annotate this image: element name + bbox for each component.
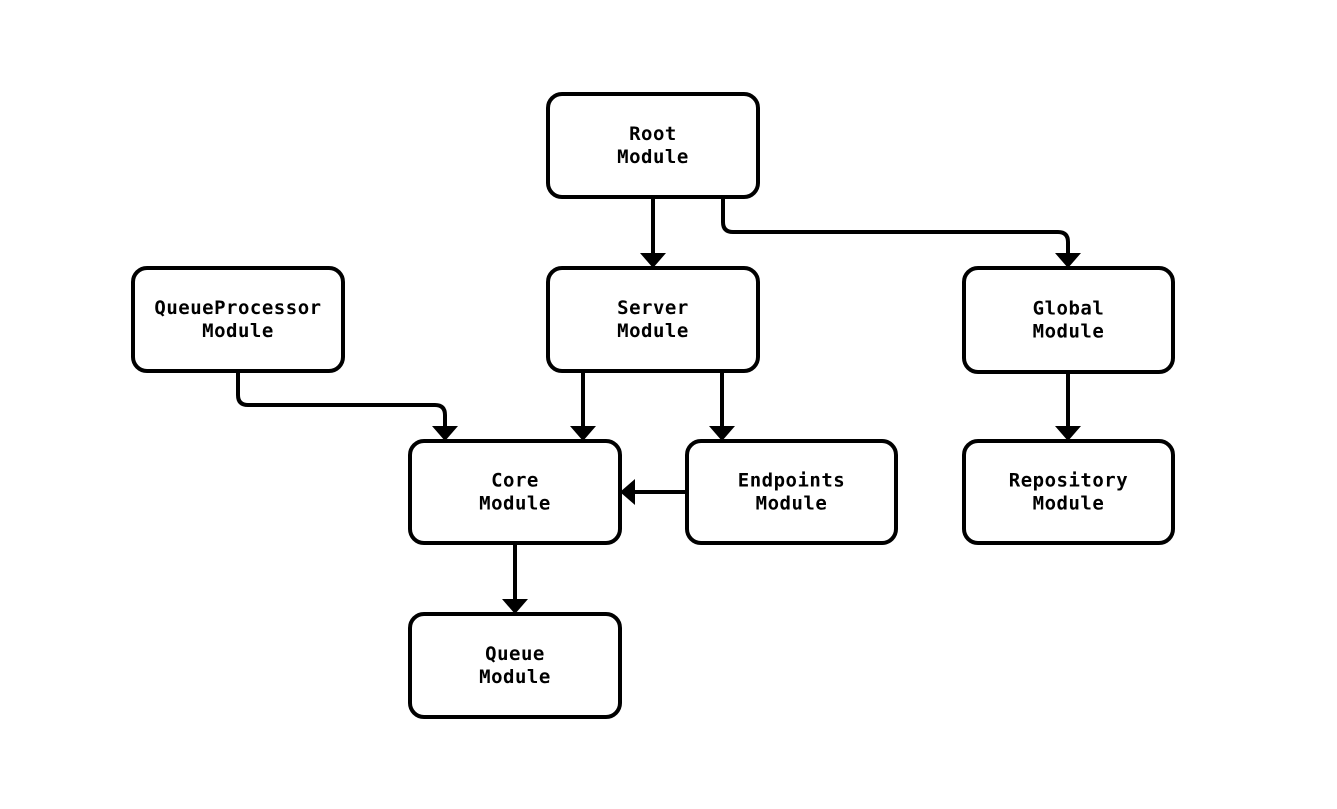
edge-root-to-server [640, 197, 666, 268]
arrowhead-icon [620, 479, 635, 505]
node-label-line1: Repository [1009, 470, 1128, 492]
edge-queueprocessor-to-core [236, 371, 458, 441]
node-label-line2: Module [1033, 321, 1105, 343]
node-label-line1: Root [629, 123, 677, 145]
edge-root-to-global [721, 197, 1081, 268]
arrowhead-icon [1055, 426, 1081, 441]
node-label-line2: Module [756, 493, 828, 515]
node-box[interactable] [546, 92, 760, 199]
edge-endpoints-to-core [620, 479, 687, 505]
arrowhead-icon [570, 426, 596, 441]
edge-server-to-core [570, 371, 596, 441]
node-label-line1: Core [491, 470, 539, 492]
edge-line [721, 197, 1070, 254]
arrowhead-icon [502, 599, 528, 614]
edge-global-to-repository [1055, 372, 1081, 441]
node-box[interactable] [962, 266, 1175, 374]
node-label-line2: Module [1033, 493, 1105, 515]
node-box[interactable] [546, 266, 760, 373]
node-label-line1: QueueProcessor [154, 297, 321, 319]
node-label-line2: Module [479, 493, 551, 515]
node-label-line2: Module [617, 320, 689, 342]
node-label-line2: Module [617, 146, 689, 168]
node-label-line2: Module [202, 320, 274, 342]
arrowhead-icon [640, 253, 666, 268]
edge-line [236, 371, 447, 427]
node-box[interactable] [408, 439, 622, 545]
edge-core-to-queue [502, 543, 528, 614]
node-box[interactable] [131, 266, 345, 373]
node-label-line1: Endpoints [738, 470, 845, 492]
arrowhead-icon [432, 426, 458, 441]
node-label-line1: Queue [485, 643, 545, 665]
nodes-layer: RootModuleQueueProcessorModuleServerModu… [131, 92, 1175, 719]
node-label-line1: Server [617, 297, 689, 319]
node-box[interactable] [685, 439, 898, 545]
edges-layer [236, 197, 1081, 614]
node-box[interactable] [962, 439, 1175, 545]
node-label-line1: Global [1033, 298, 1105, 320]
node-label-line2: Module [479, 666, 551, 688]
node-box[interactable] [408, 612, 622, 719]
arrowhead-icon [1055, 253, 1081, 268]
arrowhead-icon [709, 426, 735, 441]
edge-server-to-endpoints [709, 371, 735, 441]
